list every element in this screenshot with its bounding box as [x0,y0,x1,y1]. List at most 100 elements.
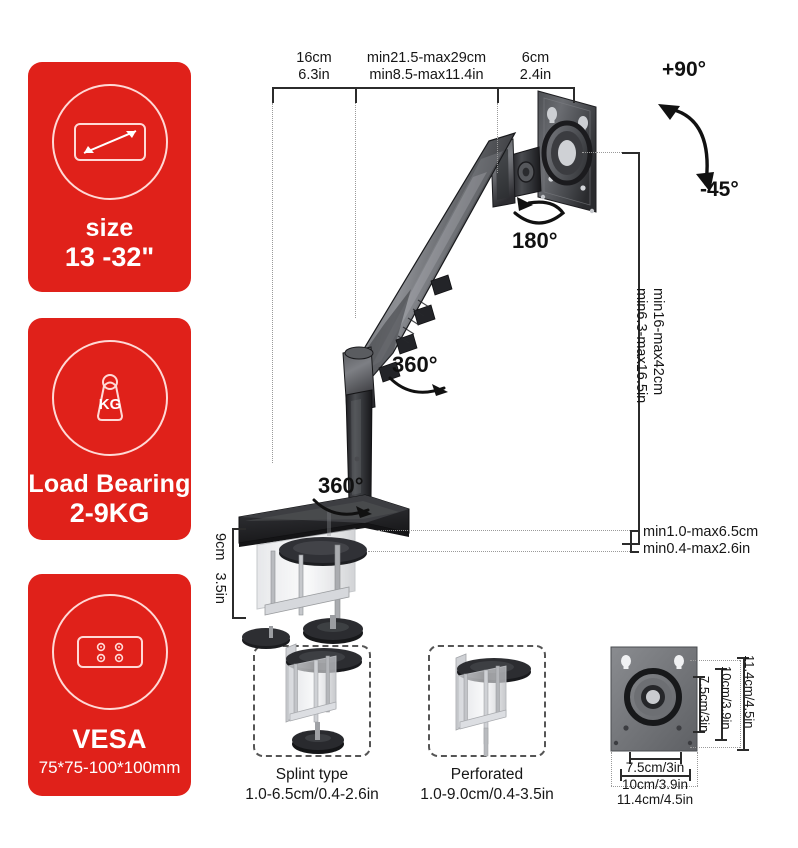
height-dimension-rule [638,152,640,544]
vesa-v-rule-114 [743,657,745,750]
dim-cm: 9cm [212,533,228,561]
feature-value: 75*75-100*100mm [38,758,181,778]
base-height-tick-bottom [232,617,246,619]
vesa-plate-icon [51,594,168,710]
height-range-label: min16-max42cm min6.3-max16.5in [632,288,666,403]
vesa-plate-detail-illustration [610,646,698,752]
top-dim-tick-4 [573,87,575,103]
feature-card-vesa: VESA 75*75-100*100mm [28,574,191,796]
mount-caption-perforated: Perforated 1.0-9.0cm/0.4-3.5in [397,765,577,805]
monitor-arm-illustration [238,90,597,644]
top-dimension-rule [272,87,574,89]
dim-cm: min21.5-max29cm [366,50,487,66]
top-dim-tick-1 [272,87,274,103]
arm-rotate-label: 360° [392,352,438,377]
vesa-h-rule-75-cap-r [680,752,682,764]
vesa-horizontal-label-114: 11.4cm/4.5in [616,792,694,807]
base-rotate-label: 360° [318,473,364,498]
vesa-vertical-label-100: 10cm/3.9in [719,666,734,730]
mount-box-splint [253,645,371,757]
perforated-mount-illustration [455,653,531,757]
top-dimension-1: 16cm 6.3in [272,50,356,84]
splint-mount-illustration [242,626,362,754]
vesa-h-rule-100-cap-l [620,769,622,781]
tilt-down-label: -45° [700,178,739,201]
vesa-v-leader-b [690,747,740,748]
dim-cm: min1.0-max6.5cm [643,524,759,540]
vesa-h-rule-100 [620,775,689,777]
dim-in: 2.4in [519,67,552,84]
feature-value: 2-9KG [69,498,150,528]
tilt-up-label: +90° [662,58,707,81]
clamp-leader-top [378,530,630,531]
feature-card-load-bearing: KG Load Bearing 2-9KG [28,318,191,540]
vesa-v-rule-100 [721,668,723,740]
mount-range: 1.0-6.5cm/0.4-2.6in [245,786,379,804]
vesa-v-rule-75-cap-top [693,676,705,678]
feature-title: size [85,214,134,242]
feature-title: Load Bearing [28,470,191,498]
svg-text:KG: KG [98,396,121,413]
arm-post [342,346,376,503]
dim-in: min8.5-max11.4in [369,67,484,84]
vesa-horizontal-label-100: 10cm/3.9in [621,777,689,792]
vesa-v-rule-114-cap-bot [737,749,749,751]
vesa-v-rule-100-cap-bot [715,739,727,741]
screen-rotate-arrow [513,197,566,225]
clamp-tick-bottom [630,551,639,553]
vesa-h-rule-75 [629,758,680,760]
top-dim-tick-3 [497,87,499,103]
top-dimension-3: 6cm 2.4in [497,50,574,84]
mount-range: 1.0-9.0cm/0.4-3.5in [420,786,554,804]
vesa-v-rule-100-cap-top [715,668,727,670]
vesa-vertical-label-114: 11.4cm/4.5in [742,655,757,729]
dim-in: min6.3-max16.5in [632,288,649,404]
mount-name: Splint type [275,766,349,783]
dim-in: min0.4-max2.6in [643,541,751,558]
clamp-tick-top [630,530,639,532]
gas-spring-arm [346,131,517,386]
screen-rotate-label: 180° [512,228,558,253]
dim-cm: min16-max42cm [650,288,666,396]
vesa-v-rule-75 [699,676,701,732]
mount-caption-splint: Splint type 1.0-6.5cm/0.4-2.6in [222,765,402,805]
feature-card-size: size 13 -32" [28,62,191,292]
extension-line-left [272,103,273,463]
vesa-v-leader-a [690,660,740,661]
base-height-rule [232,528,234,618]
vesa-v-leader-c [740,660,741,748]
clamp-thickness-label: min1.0-max6.5cm min0.4-max2.6in [643,524,758,558]
dim-in: 3.5in [212,572,228,604]
vesa-horizontal-label-75: 7.5cm/3in [625,760,685,775]
clamp-dimension-rule [630,530,632,552]
vesa-h-rule-75-cap-l [629,752,631,764]
vesa-h-leader-a [611,752,612,786]
height-rule-top-cap [622,152,640,154]
extension-line-right [497,103,498,173]
mount-name: Perforated [450,766,524,783]
vesa-h-leader-c [611,786,698,787]
vesa-v-rule-75-cap-bot [693,731,705,733]
dim-cm: 6cm [521,50,550,66]
top-dim-tick-2 [355,87,357,103]
extension-line-mid [355,103,356,318]
tilt-arc-arrow [658,104,714,192]
monitor-diagonal-icon [51,84,168,200]
feature-value: 13 -32" [64,242,155,272]
height-leader-top [582,152,638,153]
vesa-v-rule-114-cap-top [737,657,749,659]
feature-title: VESA [72,724,147,754]
vesa-h-leader-b [697,752,698,786]
vesa-h-rule-100-cap-r [689,769,691,781]
dim-in: 6.3in [298,67,330,84]
base-height-tick-top [232,528,246,530]
base-height-label: 9cm 3.5in [211,533,228,604]
vesa-vertical-label-75: 7.5cm/3in [697,676,712,733]
clamp-leader-bottom [368,551,630,552]
weight-kg-icon: KG [51,340,168,456]
dim-cm: 16cm [296,50,332,66]
top-dimension-2: min21.5-max29cm min8.5-max11.4in [355,50,498,84]
desk-clamp [256,528,367,644]
base-rotate-arrow [312,498,372,518]
